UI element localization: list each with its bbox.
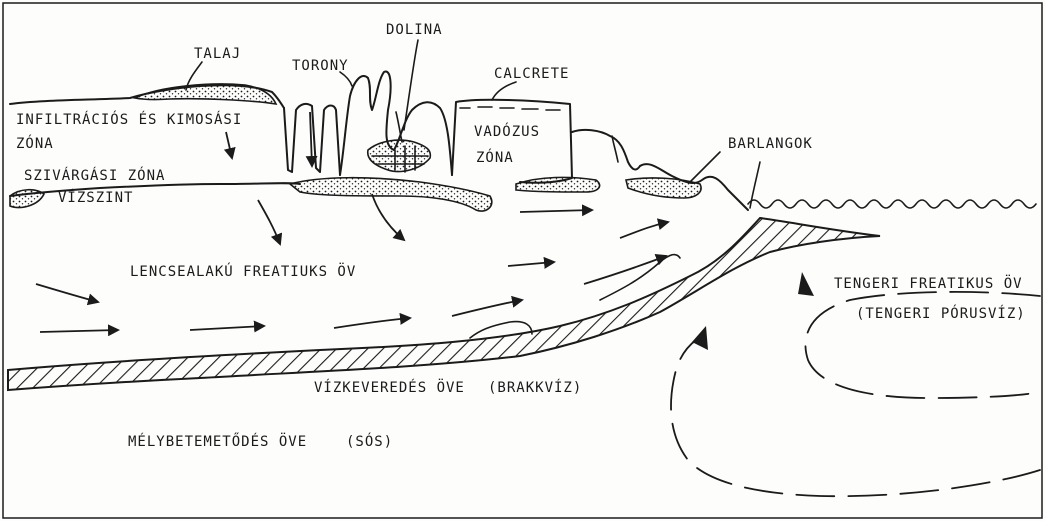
calcrete-dashes: [460, 107, 560, 110]
sea-surface-waves: [748, 200, 1036, 208]
leader-barlangok-2: [750, 162, 760, 208]
leader-calcrete: [492, 82, 516, 100]
flow-arrow-8: [40, 330, 118, 332]
leader-torony: [340, 72, 352, 86]
label-vadozus-zone: ZÓNA: [476, 148, 514, 166]
flow-arrow-6: [584, 256, 666, 284]
flow-arrow-11: [452, 300, 522, 316]
szivargasi-lens: [290, 178, 492, 211]
leader-dolina: [404, 40, 418, 130]
flow-arrow-4: [620, 222, 668, 238]
flow-arrow-1: [258, 200, 280, 244]
label-barlangok: BARLANGOK: [728, 136, 813, 152]
label-torony: TORONY: [292, 58, 349, 74]
cave-lens: [626, 178, 701, 198]
label-tengeri-freatikus: TENGERI FREATIKUS ÖV: [834, 274, 1023, 292]
flow-arrow-tower: [310, 112, 312, 166]
flow-arrows: [36, 112, 668, 332]
flow-arrow-5: [508, 262, 554, 266]
label-sos: (SÓS): [346, 432, 393, 450]
flow-arrow-infiltration: [226, 132, 232, 158]
label-vizszint: VÍZSZINT: [58, 189, 133, 206]
label-talaj: TALAJ: [194, 46, 241, 62]
circulation-arrowhead-lower: [692, 326, 708, 350]
vizszint-lens-left: [10, 190, 44, 208]
calcrete-lens: [516, 177, 600, 192]
soil-patch: [135, 84, 276, 104]
seawater-circulation: [671, 292, 1040, 496]
flow-arrow-9: [190, 326, 264, 330]
label-infiltration-zone: ZÓNA: [16, 134, 54, 152]
circulation-arrowhead-upper: [798, 272, 814, 296]
flow-arrow-2: [372, 194, 404, 240]
label-dolina: DOLINA: [386, 22, 443, 38]
flow-arrow-10: [334, 318, 410, 328]
flow-arrow-7: [36, 284, 98, 302]
label-tengeri-porusviz: (TENGERI PÓRUSVÍZ): [856, 304, 1026, 322]
flow-arrow-3: [520, 210, 592, 212]
label-vadozus: VADÓZUS: [474, 122, 540, 140]
label-vizkeveredes: VÍZKEVEREDÉS ÖVE: [314, 378, 465, 396]
label-calcrete: CALCRETE: [494, 66, 569, 82]
label-melybe: MÉLYBETEMETŐDÉS ÖVE: [128, 432, 307, 450]
label-lencse: LENCSEALAKÚ FREATIUKS ÖV: [130, 262, 356, 280]
label-brakkviz: (BRAKKVÍZ): [488, 379, 582, 396]
label-infiltration: INFILTRÁCIÓS ÉS KIMOSÁSI: [16, 110, 242, 128]
label-szivargasi: SZIVÁRGÁSI ZÓNA: [24, 166, 165, 184]
mixing-zone-band: [8, 218, 880, 390]
